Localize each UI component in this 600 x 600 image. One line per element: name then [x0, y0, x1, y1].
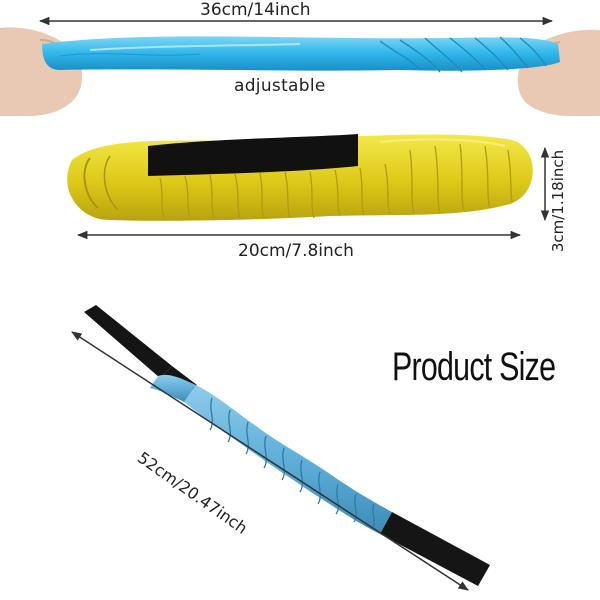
diagonal-dimension-arrow: [71, 331, 469, 591]
product-size-title: Product Size: [392, 345, 556, 389]
height-label: 3cm/1.18inch: [549, 149, 567, 253]
left-hand: [0, 27, 83, 117]
blue-band: [42, 36, 560, 73]
adjustable-label: adjustable: [234, 76, 326, 96]
middle-length-label: 20cm/7.8inch: [238, 241, 354, 261]
top-length-label: 36cm/14inch: [200, 0, 311, 20]
yellow-band: [67, 134, 533, 221]
